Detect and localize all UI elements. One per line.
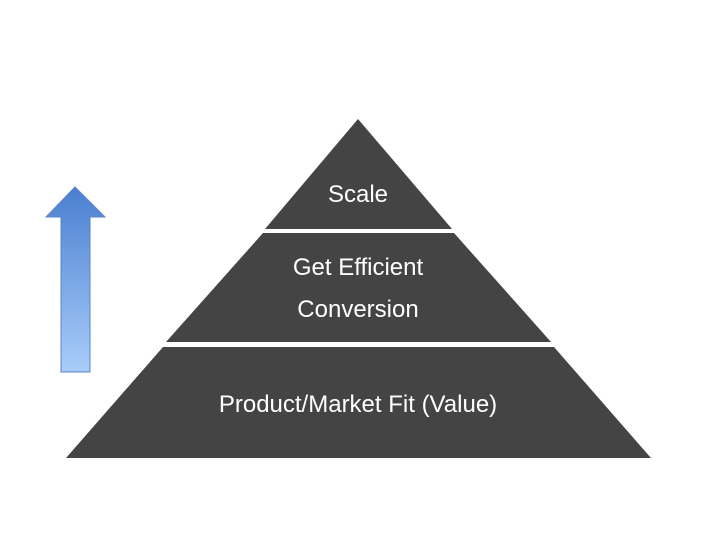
pyramid: Scale Get Efficient Conversion Product/M… <box>66 119 651 458</box>
up-arrow-icon <box>44 186 107 373</box>
tier-label-product-market-fit: Product/Market Fit (Value) <box>219 391 497 418</box>
tier-label-conversion: Conversion <box>297 296 418 323</box>
pyramid-tier-top <box>265 119 452 229</box>
tier-label-get-efficient: Get Efficient <box>293 254 424 281</box>
pyramid-tier-middle <box>166 233 551 342</box>
pyramid-tier-bottom <box>66 347 651 458</box>
tier-label-scale: Scale <box>328 181 388 208</box>
